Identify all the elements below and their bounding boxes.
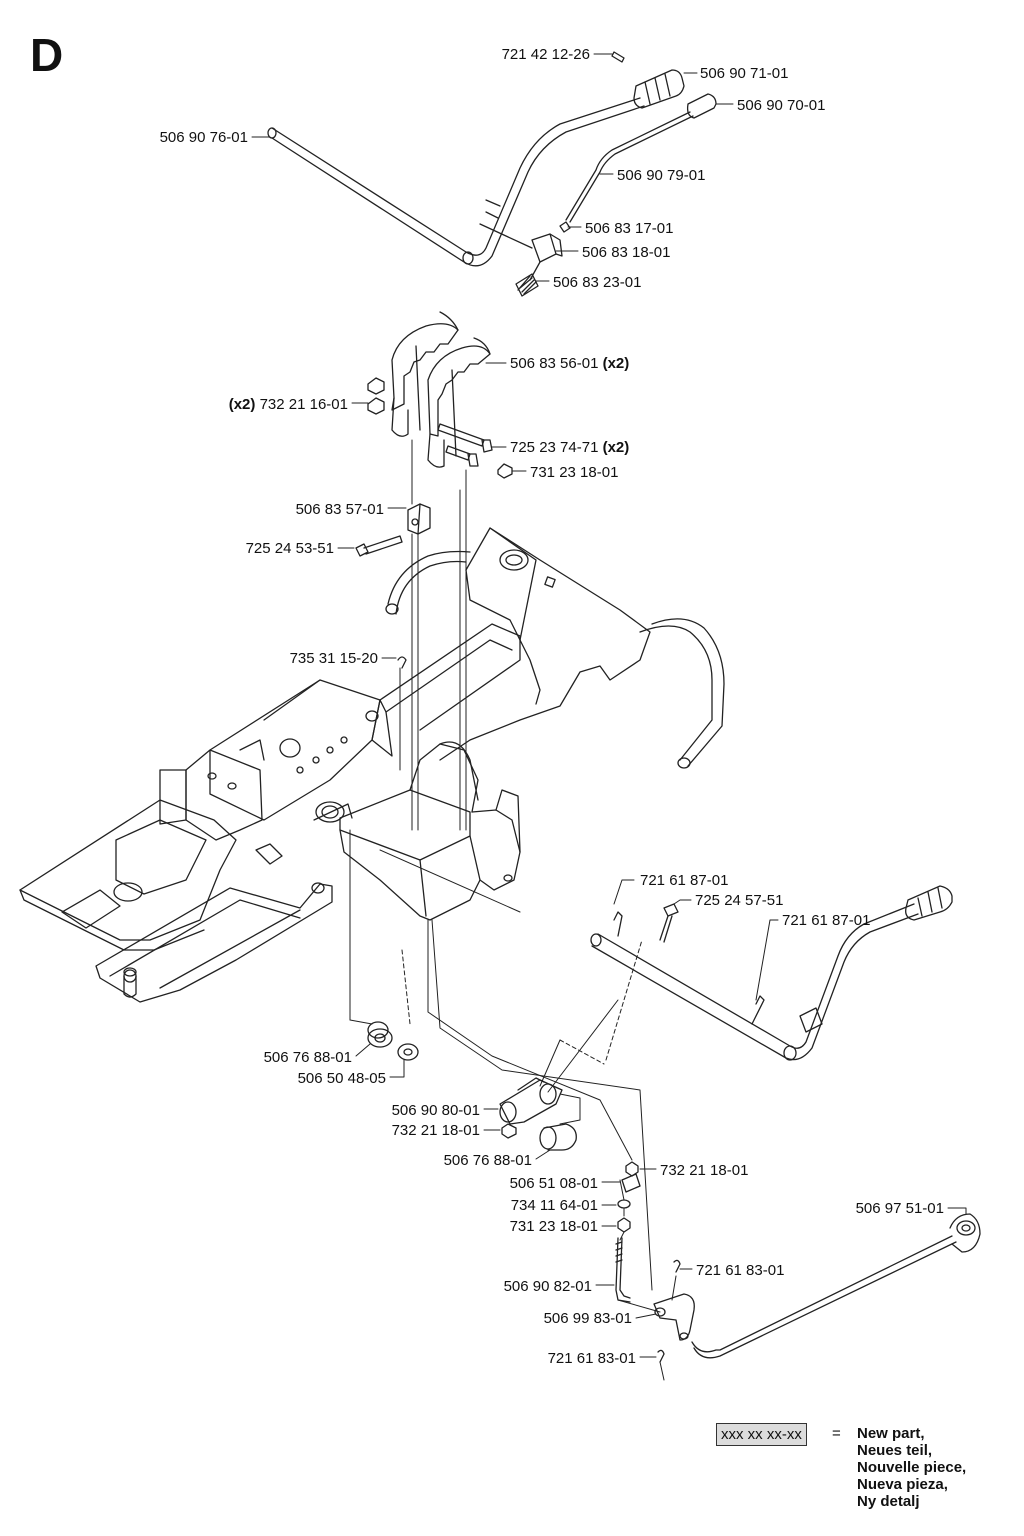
block-506-83-18-01	[531, 233, 563, 263]
label-p11: 725 23 74-71 (x2)	[510, 439, 629, 456]
pin-721-61-87-01-b	[751, 995, 765, 1025]
label-p22: 732 21 18-01	[392, 1122, 480, 1139]
rod-506-90-82-01	[615, 1237, 631, 1303]
label-p27: 731 23 18-01	[510, 1218, 598, 1235]
bolt-725-24-57-51	[659, 903, 679, 943]
label-p19: 506 76 88-01	[264, 1049, 352, 1066]
grip-506-90-71-01	[633, 69, 685, 109]
quadrant-plates-506-83-56-01	[391, 311, 491, 468]
nut-732-21-18-01-a	[501, 1123, 517, 1139]
arm-506-90-80-01	[499, 1077, 563, 1125]
label-p31: 506 99 83-01	[544, 1310, 632, 1327]
label-p14: 725 24 53-51	[246, 540, 334, 557]
legend-line-en: New part,	[857, 1425, 925, 1442]
spring-506-83-23-01	[515, 273, 539, 297]
nut-731-23-18-01-b	[617, 1217, 631, 1233]
link-rod-506-97-51-01	[691, 1213, 981, 1359]
label-p21: 506 90 80-01	[392, 1102, 480, 1119]
lever-rod-506-90-76-01	[267, 97, 645, 267]
label-p25: 732 21 18-01	[660, 1162, 748, 1179]
label-p2: 506 90 71-01	[700, 65, 788, 82]
legend-text: New part, Neues teil, Nouvelle piece, Nu…	[857, 1425, 966, 1510]
label-p20: 506 50 48-05	[298, 1070, 386, 1087]
label-p10-num: 732 21 16-01	[260, 396, 348, 413]
nut-731-23-18-01	[497, 463, 513, 479]
label-p12: 731 23 18-01	[530, 464, 618, 481]
label-p9: 506 83 56-01 (x2)	[510, 355, 629, 372]
push-rod-506-90-79-01	[565, 111, 694, 223]
lift-lever-rod	[590, 885, 953, 1061]
clip-735-31-15-20	[397, 656, 407, 669]
block-506-83-57-01	[407, 503, 431, 535]
legend-line-sv: Ny detalj	[857, 1493, 920, 1510]
legend-line-de: Neues teil,	[857, 1442, 933, 1459]
label-p9-num: 506 83 56-01	[510, 355, 598, 372]
label-p24: 506 51 08-01	[510, 1175, 598, 1192]
legend-equals: =	[832, 1425, 841, 1442]
label-p16: 721 61 87-01	[640, 872, 728, 889]
label-p26: 734 11 64-01	[511, 1197, 598, 1214]
bushing-506-76-88-01-a	[367, 1021, 393, 1048]
label-p13: 506 83 57-01	[296, 501, 384, 518]
pin-721-61-83-01-a	[673, 1259, 681, 1273]
label-p10-qty: (x2)	[229, 396, 256, 413]
leader-lines	[251, 53, 967, 1358]
legend-code-box: xxx xx xx-xx	[716, 1423, 807, 1446]
label-p30: 506 90 82-01	[504, 1278, 592, 1295]
label-p11-qty: (x2)	[603, 439, 630, 456]
label-p18: 721 61 87-01	[782, 912, 870, 929]
bolts-725-23-74-71	[437, 423, 493, 467]
part-506-83-17-01	[559, 221, 571, 233]
label-p10: (x2) 732 21 16-01	[229, 396, 348, 413]
pin-721-61-83-01-b	[657, 1349, 665, 1363]
label-p17: 725 24 57-51	[695, 892, 783, 909]
label-p8: 506 83 23-01	[553, 274, 641, 291]
label-p15: 735 31 15-20	[290, 650, 378, 667]
washer-506-50-48-05	[397, 1043, 419, 1061]
nuts-732-21-16-01	[367, 377, 385, 415]
bolt-725-24-53-51	[355, 535, 403, 557]
knob-506-90-70-01	[686, 93, 717, 119]
label-p23: 506 76 88-01	[444, 1152, 532, 1169]
bushing-506-76-88-01-b	[539, 1123, 577, 1151]
bellcrank-506-99-83-01	[653, 1293, 695, 1341]
connector-lines	[349, 829, 677, 1381]
legend: xxx xx xx-xx = New part, Neues teil, Nou…	[716, 1421, 1016, 1531]
part-labels: 721 42 12-26 506 90 71-01 506 90 70-01 5…	[160, 46, 944, 1367]
label-p5: 506 90 79-01	[617, 167, 705, 184]
label-p3: 506 90 70-01	[737, 97, 825, 114]
label-p1: 721 42 12-26	[502, 46, 590, 63]
pin-506-51-08-01	[621, 1173, 641, 1193]
nut-732-21-18-01-b	[625, 1161, 639, 1177]
label-p32: 721 61 83-01	[548, 1350, 636, 1367]
label-p11-num: 725 23 74-71	[510, 439, 598, 456]
legend-line-es: Nueva pieza,	[857, 1476, 948, 1493]
label-p6: 506 83 17-01	[585, 220, 673, 237]
label-p28: 506 97 51-01	[856, 1200, 944, 1217]
legend-line-fr: Nouvelle piece,	[857, 1459, 967, 1476]
pin-721-42-12-26	[611, 51, 625, 63]
pin-721-61-87-01-a	[613, 911, 623, 937]
washer-734-11-64-01	[617, 1199, 631, 1209]
label-p7: 506 83 18-01	[582, 244, 670, 261]
label-p9-qty: (x2)	[603, 355, 630, 372]
section-letter: D	[30, 29, 64, 81]
label-p4: 506 90 76-01	[160, 129, 248, 146]
label-p29: 721 61 83-01	[696, 1262, 784, 1279]
